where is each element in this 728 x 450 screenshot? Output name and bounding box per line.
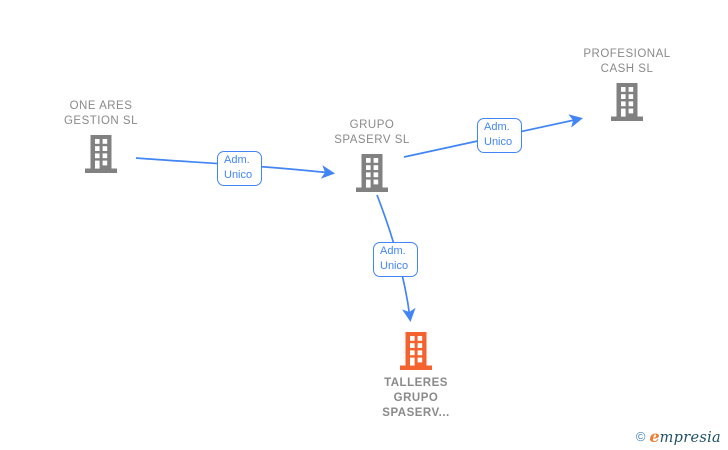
company-name: PROFESIONAL CASH SL: [583, 47, 670, 77]
edge-label-adm-unico-3: Adm. Unico: [373, 242, 418, 277]
company-node-talleres-grupo-spaserv[interactable]: TALLERES GRUPO SPASERV...: [346, 332, 486, 421]
edge-label-adm-unico-2: Adm. Unico: [477, 118, 522, 153]
edge-label-line: Adm.: [484, 121, 510, 133]
company-name-line: GRUPO: [349, 119, 395, 131]
edge-label-line: Unico: [380, 260, 409, 272]
company-name-line: PROFESIONAL: [583, 48, 671, 60]
building-icon: [84, 135, 118, 173]
empresia-logo-text: mpresia: [659, 430, 721, 446]
building-icon: [399, 332, 433, 370]
building-icon: [355, 154, 389, 192]
edge-label-line: Unico: [484, 136, 513, 148]
company-name-line: CASH SL: [600, 63, 654, 75]
edge-label-adm-unico-1: Adm. Unico: [217, 151, 262, 186]
edge-label-line: Unico: [224, 169, 253, 181]
company-node-profesional-cash-sl[interactable]: PROFESIONAL CASH SL: [557, 47, 697, 121]
company-name: TALLERES GRUPO SPASERV...: [382, 376, 449, 421]
company-name: GRUPO SPASERV SL: [334, 118, 410, 148]
company-name-line: ONE ARES: [69, 100, 133, 112]
company-name-line: GESTION SL: [63, 115, 139, 127]
building-icon: [610, 83, 644, 121]
company-name: ONE ARES GESTION SL: [64, 99, 138, 129]
company-node-grupo-spaserv-sl[interactable]: GRUPO SPASERV SL: [302, 118, 442, 192]
copyright-icon: ©: [635, 429, 646, 444]
company-name-line: GRUPO: [393, 392, 439, 404]
edge-label-line: Adm.: [380, 245, 406, 257]
company-name-line: SPASERV SL: [334, 134, 410, 146]
empresia-logo[interactable]: ©empresia: [636, 427, 721, 447]
company-name-line: TALLERES: [384, 377, 448, 389]
company-node-one-ares-gestion-sl[interactable]: ONE ARES GESTION SL: [31, 99, 171, 173]
empresia-logo-initial: e: [649, 427, 660, 446]
edge-label-line: Adm.: [224, 154, 250, 166]
company-name-line: SPASERV...: [382, 407, 450, 419]
